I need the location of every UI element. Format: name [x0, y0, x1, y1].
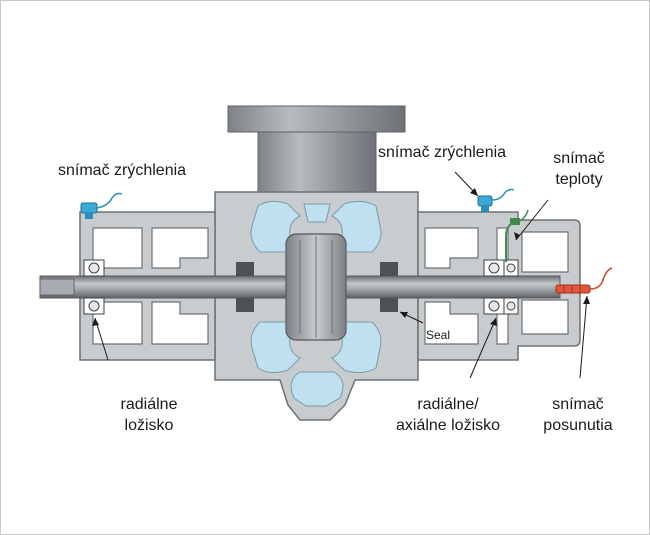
- temperature-sensor-icon: [505, 209, 529, 262]
- right-radial-axial-bearing: [483, 259, 519, 315]
- label-displacement-sensor: snímač posunutia: [532, 394, 624, 436]
- label-accel-left: snímač zrýchlenia: [58, 162, 187, 179]
- label-displacement-line2: posunutia: [543, 417, 613, 434]
- label-temp-sensor-line1: snímač: [553, 150, 605, 167]
- label-displacement-line1: snímač: [552, 396, 604, 413]
- leader-arrowheads: [92, 188, 590, 326]
- label-radial-axial-line1: radiálne/: [417, 396, 479, 413]
- left-accelerometer-icon: [80, 192, 123, 219]
- label-radial-axial-bearing: radiálne/ axiálne ložisko: [378, 394, 518, 436]
- label-seal: Seal: [426, 328, 451, 342]
- right-accelerometer-icon: [477, 188, 515, 212]
- label-radial-bearing-line2: ložisko: [124, 417, 174, 434]
- label-accel-right: snímač zrýchlenia: [378, 144, 507, 161]
- label-temp-sensor: snímač teploty: [544, 148, 614, 190]
- discharge-flange: [227, 105, 406, 194]
- seal-blocks: [236, 262, 398, 312]
- label-radial-bearing-line1: radiálne: [120, 396, 178, 413]
- left-radial-bearing: [83, 259, 105, 315]
- displacement-sensor-icon: [555, 267, 613, 294]
- label-radial-axial-line2: axiálne ložisko: [395, 417, 501, 434]
- label-temp-sensor-line2: teploty: [555, 171, 603, 188]
- label-radial-bearing: radiálne ložisko: [106, 394, 192, 436]
- left-housing-cavities: [92, 227, 209, 345]
- impeller: [285, 233, 347, 341]
